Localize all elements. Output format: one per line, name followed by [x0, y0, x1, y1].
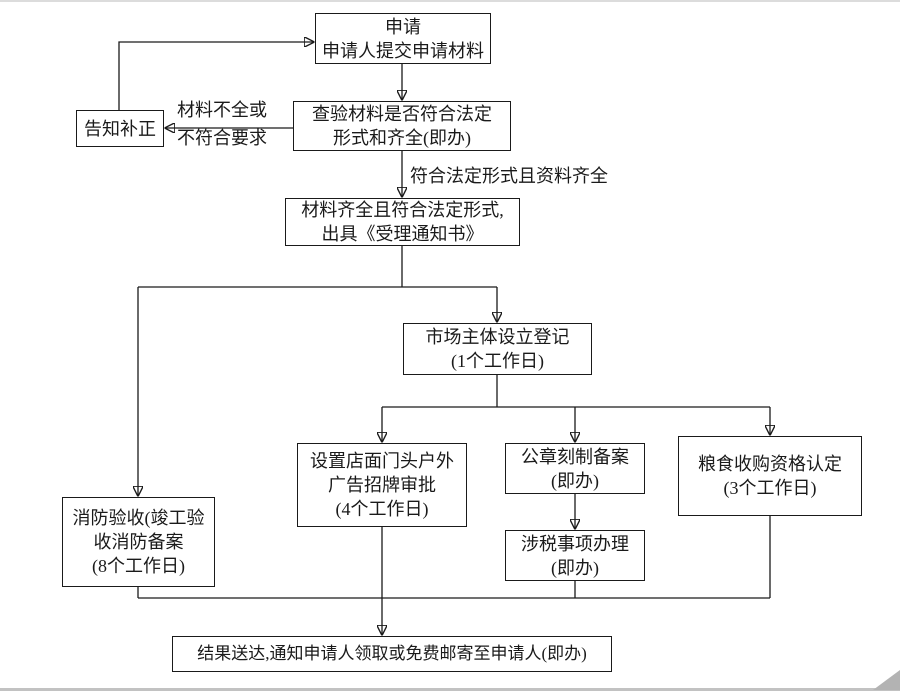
- node-fire-line1: 消防验收(竣工验: [72, 508, 205, 528]
- node-fire-line3: (8个工作日): [92, 556, 185, 576]
- node-register-line2: (1个工作日): [451, 351, 544, 371]
- node-seal-line1: 公章刻制备案: [521, 446, 629, 467]
- node-register-line1: 市场主体设立登记: [425, 327, 570, 347]
- node-tax-line1: 涉税事项办理: [521, 533, 629, 554]
- node-check-materials: 查验材料是否符合法定 形式和齐全(即办): [293, 101, 511, 151]
- node-sign-line1: 设置店面门头户外: [310, 451, 454, 471]
- node-result-delivery: 结果送达,通知申请人领取或免费邮寄至申请人(即办): [172, 636, 612, 672]
- node-seal-filing: 公章刻制备案 (即办): [505, 443, 645, 494]
- node-accept-notice: 材料齐全且符合法定形式, 出具《受理通知书》: [285, 198, 520, 246]
- node-tax-line2: (即办): [551, 557, 599, 578]
- page-top-rule: [0, 0, 900, 2]
- node-market-registration: 市场主体设立登记 (1个工作日): [403, 323, 592, 375]
- node-apply: 申请 申请人提交申请材料: [315, 13, 491, 64]
- node-notify-line1: 告知补正: [84, 118, 156, 139]
- label-materials-incomplete: 材料不全或 不符合要求: [171, 96, 273, 152]
- node-tax-matters: 涉税事项办理 (即办): [505, 530, 645, 581]
- node-signboard-approval: 设置店面门头户外 广告招牌审批 (4个工作日): [297, 443, 467, 527]
- node-sign-line3: (4个工作日): [335, 499, 429, 519]
- node-accept-line2: 出具《受理通知书》: [321, 224, 484, 244]
- edge-notify-to-apply: [118, 42, 313, 110]
- node-fire-line2: 收消防备案: [93, 532, 184, 552]
- node-check-line2: 形式和齐全(即办): [333, 128, 471, 148]
- node-sign-line2: 广告招牌审批: [328, 475, 436, 495]
- node-notify-correction: 告知补正: [76, 110, 164, 147]
- node-grain-qualification: 粮食收购资格认定 (3个工作日): [678, 436, 862, 516]
- node-accept-line1: 材料齐全且符合法定形式,: [301, 200, 504, 220]
- label-materials-complete: 符合法定形式且资料齐全: [410, 166, 608, 186]
- node-grain-line2: (3个工作日): [723, 478, 817, 498]
- node-check-line1: 查验材料是否符合法定: [312, 104, 492, 124]
- label-incomplete-line1: 材料不全或: [177, 100, 267, 120]
- node-result-line1: 结果送达,通知申请人领取或免费邮寄至申请人(即办): [197, 644, 587, 663]
- node-apply-line2: 申请人提交申请材料: [322, 40, 484, 61]
- node-fire-inspection: 消防验收(竣工验 收消防备案 (8个工作日): [62, 497, 215, 587]
- node-seal-line2: (即办): [551, 470, 599, 491]
- page-bottom-rule: [0, 688, 900, 691]
- page-corner-fold: [873, 670, 900, 690]
- label-incomplete-line2: 不符合要求: [177, 128, 267, 148]
- node-apply-line1: 申请: [385, 16, 421, 37]
- node-grain-line1: 粮食收购资格认定: [698, 454, 842, 474]
